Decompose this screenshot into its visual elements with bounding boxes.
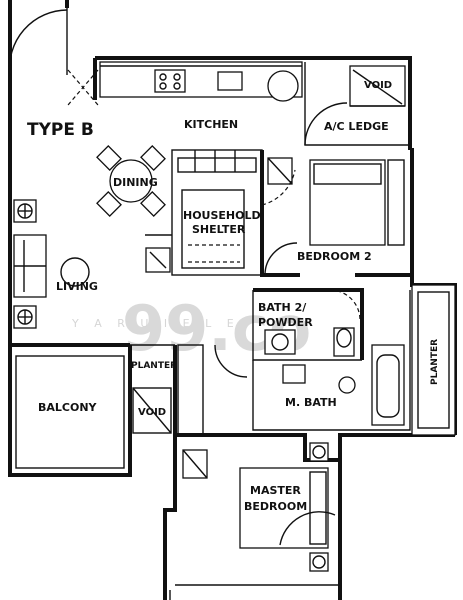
balcony-rail [15,355,125,469]
room-labels: TYPE B KITCHEN A/C LEDGE VOID DINING HOU… [27,80,440,513]
label-kitchen: KITCHEN [184,118,238,131]
label-mbath: M. BATH [285,396,337,409]
label-bath2: BATH 2/ [258,301,307,314]
label-planter-mid: PLANTER [131,361,177,371]
mbath-toilet-icon [338,376,356,394]
stove-icon [154,69,186,93]
label-bedroom2: BEDROOM 2 [297,250,372,263]
label-void-mid: VOID [138,407,166,418]
master-bed-icon [239,467,329,549]
sink-icon [217,71,243,91]
label-shelter: SHELTER [192,223,246,236]
washer-icon [267,70,299,102]
label-balcony: BALCONY [38,401,98,414]
label-ac-ledge: A/C LEDGE [324,120,389,133]
label-powder: POWDER [258,316,313,329]
watermark-sub: Y A R U I E L E [71,317,240,330]
mbath-basin-icon [282,364,306,384]
planter-right-box [411,284,456,436]
entry-door-swing [8,9,68,76]
label-living: LIVING [56,280,98,293]
bed2-icon [309,159,386,246]
type-label: TYPE B [27,120,94,140]
label-household: HOUSEHOLD [183,209,261,222]
label-planter-right: PLANTER [430,339,440,385]
label-master-bedroom: BEDROOM [244,500,307,513]
label-void-top: VOID [364,80,392,91]
label-dining: DINING [113,176,158,189]
kitchen-counter [99,61,303,102]
toilet-icon [333,327,355,357]
label-master: MASTER [250,484,301,497]
dining-set [96,145,166,217]
living-sofa [13,199,90,329]
